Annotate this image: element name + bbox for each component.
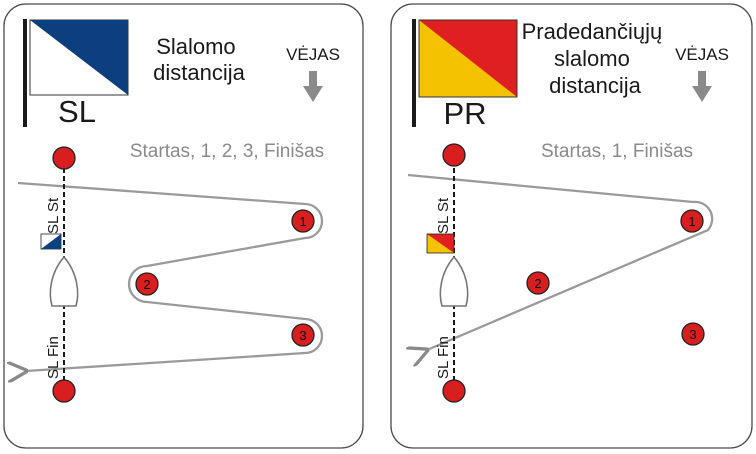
mark-3: 3 (291, 323, 315, 347)
finish-line-label: SL Fin (435, 336, 452, 379)
svg-text:2: 2 (143, 277, 150, 292)
course-route (18, 181, 324, 371)
wind-arrow-down-icon (692, 71, 712, 102)
course-sequence: Startas, 1, 2, 3, Finišas (130, 141, 324, 162)
wind-label: VĖJAS (286, 45, 340, 64)
svg-text:2: 2 (534, 276, 541, 291)
mark-3: 3 (681, 322, 705, 346)
panel-card (390, 3, 753, 449)
boat-icon (49, 255, 79, 307)
mark-1: 1 (291, 209, 315, 233)
finish-line-label: SL Fin (45, 336, 62, 379)
svg-text:1: 1 (688, 214, 695, 229)
flag-code: PR (443, 96, 486, 131)
mark-2: 2 (526, 271, 550, 295)
mark-1: 1 (680, 209, 704, 233)
start-line-label: SL St (435, 197, 452, 234)
sl-flag-icon (23, 19, 129, 127)
course-title: Slalomo distancija (153, 34, 245, 85)
svg-text:3: 3 (299, 328, 306, 343)
panel-card (3, 3, 364, 449)
pr-flag-icon (412, 19, 518, 127)
sl-mini-flag-icon (40, 233, 62, 250)
pr-mini-flag-icon (426, 233, 455, 254)
start-line-label: SL St (45, 197, 62, 234)
panel-slalom: SL Slalomo distancija VĖJAS Startas, 1, … (3, 3, 364, 449)
finish-buoy (442, 379, 466, 403)
wind-arrow-down-icon (303, 71, 323, 102)
svg-text:3: 3 (689, 327, 696, 342)
panel-beginner-slalom: PR Pradedančiųjų slalomo distancija VĖJA… (390, 3, 753, 449)
flag-code: SL (58, 94, 96, 129)
start-buoy (442, 143, 466, 167)
course-route (408, 173, 714, 350)
course-sequence: Startas, 1, Finišas (541, 141, 693, 162)
course-title: Pradedančiųjų slalomo distancija (522, 19, 669, 98)
finish-buoy (52, 379, 76, 403)
boat-icon (439, 255, 469, 307)
start-buoy (52, 146, 76, 170)
wind-label: VĖJAS (675, 45, 729, 64)
mark-2: 2 (135, 272, 159, 296)
svg-text:1: 1 (299, 214, 306, 229)
